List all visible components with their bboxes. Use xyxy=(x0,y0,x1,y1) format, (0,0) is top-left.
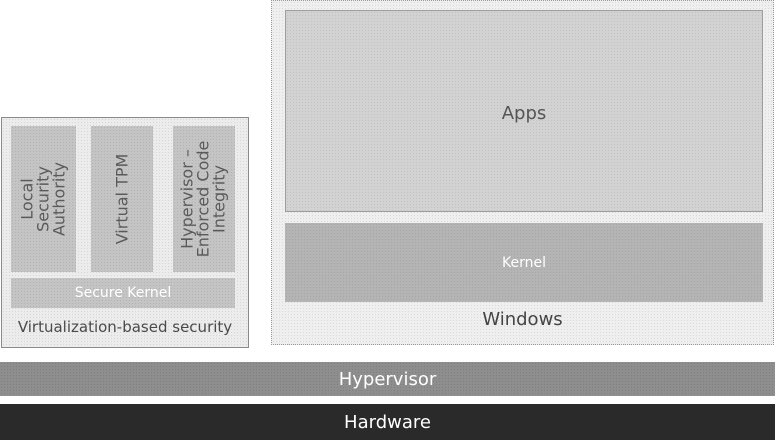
hardware-label: Hardware xyxy=(344,411,431,433)
hardware-layer: Hardware xyxy=(0,404,775,440)
secure-kernel-block: Secure Kernel xyxy=(11,278,235,308)
hypervisor-label: Hypervisor xyxy=(338,368,437,390)
vbs-caption: Virtualization-based security xyxy=(17,318,233,336)
windows-caption: Windows xyxy=(482,309,563,330)
kernel-block: Kernel xyxy=(285,223,763,302)
kernel-label: Kernel xyxy=(502,254,546,271)
local-security-authority-label: Local Security Authority xyxy=(17,161,68,237)
virtual-tpm-block: Virtual TPM xyxy=(91,126,153,272)
virtual-tpm-label: Virtual TPM xyxy=(112,153,132,245)
local-security-authority-block: Local Security Authority xyxy=(11,126,76,272)
hypervisor-enforced-code-integrity-block: Hypervisor – Enforced Code Integrity xyxy=(173,126,235,272)
hypervisor-layer: Hypervisor xyxy=(0,362,775,396)
hypervisor-enforced-code-integrity-label: Hypervisor – Enforced Code Integrity xyxy=(177,140,229,258)
secure-kernel-label: Secure Kernel xyxy=(74,285,172,301)
apps-block: Apps xyxy=(285,10,763,212)
apps-label: Apps xyxy=(501,102,547,124)
